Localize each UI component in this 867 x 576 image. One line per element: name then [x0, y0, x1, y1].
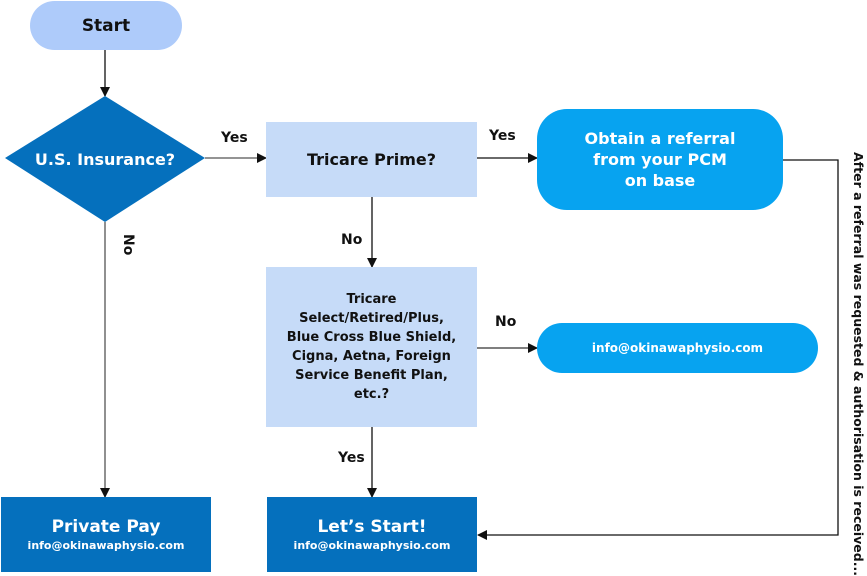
- private-pay-title: Private Pay: [51, 517, 161, 537]
- other-insurance-line-6: etc.?: [353, 387, 390, 402]
- obtain-referral-line-1: Obtain a referral: [584, 129, 736, 148]
- other-insurance-line-1: Tricare: [346, 292, 397, 307]
- private-pay-node: Private Pay info@okinawaphysio.com: [1, 497, 211, 572]
- other-insurance-line-5: Service Benefit Plan,: [295, 368, 448, 383]
- label-other-yes: Yes: [338, 450, 365, 466]
- obtain-referral-line-2: from your PCM: [593, 150, 727, 169]
- email-contact-link[interactable]: info@okinawaphysio.com: [591, 341, 764, 355]
- obtain-referral-node: Obtain a referral from your PCM on base: [537, 109, 783, 210]
- other-insurance-node: Tricare Select/Retired/Plus, Blue Cross …: [266, 267, 477, 427]
- tricare-prime-label: Tricare Prime?: [306, 150, 437, 169]
- other-insurance-line-3: Blue Cross Blue Shield,: [286, 330, 457, 345]
- other-insurance-line-4: Cigna, Aetna, Foreign: [292, 349, 451, 364]
- edge-referral-to-start: [477, 159, 839, 540]
- lets-start-email[interactable]: info@okinawaphysio.com: [293, 539, 451, 552]
- lets-start-title: Let’s Start!: [317, 517, 427, 537]
- label-referral-side: After a referral was requested & authori…: [851, 152, 866, 576]
- us-insurance-decision: [5, 96, 205, 222]
- email-contact-node[interactable]: info@okinawaphysio.com: [537, 323, 818, 373]
- label-us-yes: Yes: [221, 130, 248, 146]
- label-us-no: No: [120, 234, 136, 256]
- label-prime-no: No: [341, 232, 363, 248]
- label-other-no: No: [495, 314, 517, 330]
- start-label: Start: [81, 15, 131, 36]
- label-prime-yes: Yes: [489, 128, 516, 144]
- start-node: Start: [30, 1, 182, 50]
- tricare-prime-node: Tricare Prime?: [266, 122, 477, 197]
- private-pay-email[interactable]: info@okinawaphysio.com: [27, 539, 185, 552]
- lets-start-node: Let’s Start! info@okinawaphysio.com: [267, 497, 477, 572]
- us-insurance-label: U.S. Insurance?: [34, 149, 176, 169]
- us-insurance-text: U.S. Insurance?: [5, 96, 205, 222]
- other-insurance-line-2: Select/Retired/Plus,: [299, 311, 444, 326]
- obtain-referral-line-3: on base: [624, 171, 696, 190]
